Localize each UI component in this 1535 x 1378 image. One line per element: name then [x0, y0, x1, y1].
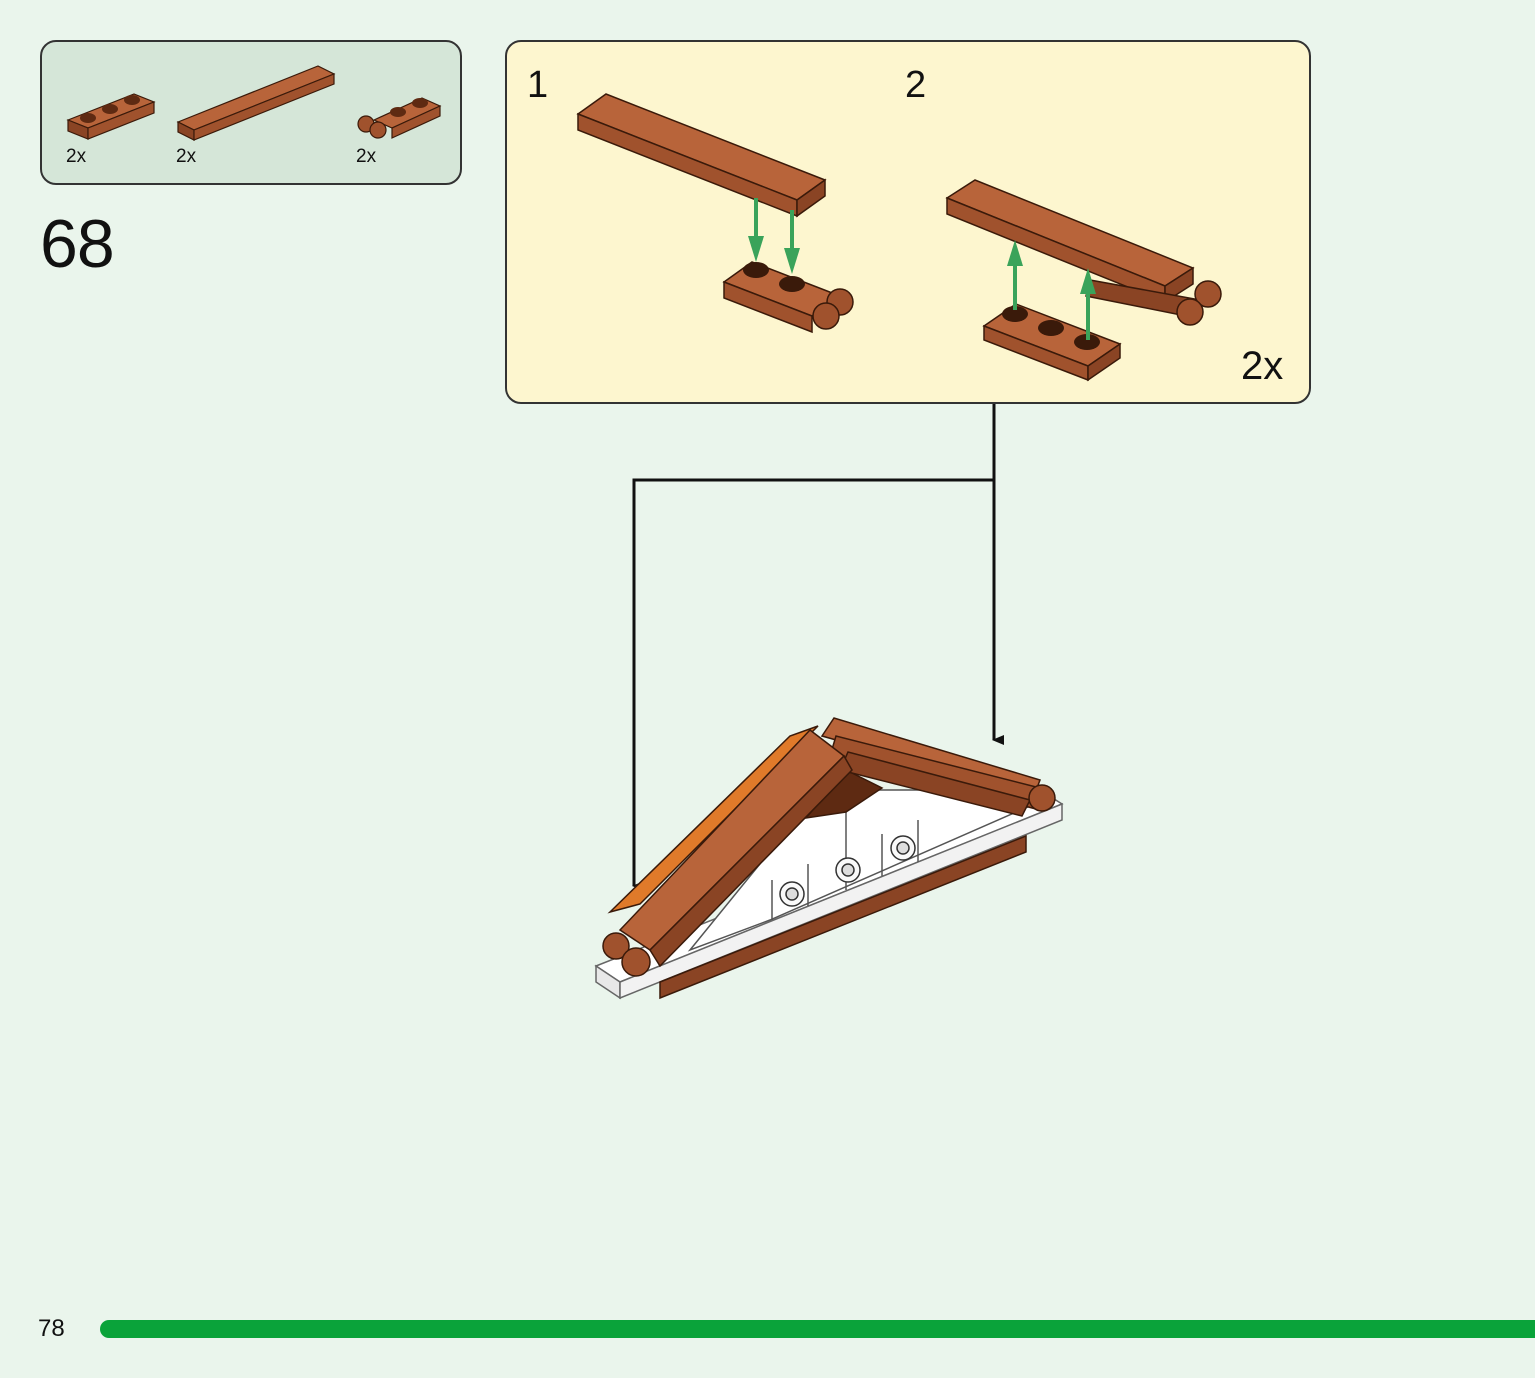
- sub-step-label: 1: [527, 64, 549, 106]
- sub-assembly-multiplier: 2x: [1241, 344, 1284, 388]
- part-quantity: 2x: [66, 146, 87, 167]
- page-number: 78: [38, 1315, 65, 1342]
- parts-list: 2x 2x 2x: [40, 40, 462, 185]
- part-quantity: 2x: [176, 146, 197, 167]
- green-arrow-icon: [1007, 240, 1096, 340]
- plate-1x3-icon: [66, 93, 156, 140]
- green-arrow-icon: [748, 198, 800, 274]
- progress-bar: [100, 1320, 1535, 1338]
- assembled-model: [594, 717, 1064, 1000]
- parts-illustrations: [66, 65, 442, 141]
- hinge-plate-1x2-icon: [357, 97, 442, 139]
- tile-1x6-icon: [176, 65, 336, 141]
- step-number: 68: [40, 206, 115, 282]
- sub-step-2-illustration: [945, 179, 1222, 382]
- connector-arrows: [632, 404, 1004, 891]
- sub-step-label: 2: [905, 64, 927, 106]
- part-quantity: 2x: [356, 146, 377, 167]
- sub-step-1-illustration: [576, 93, 854, 334]
- sub-assembly-callout: 1 2 2x: [505, 40, 1311, 404]
